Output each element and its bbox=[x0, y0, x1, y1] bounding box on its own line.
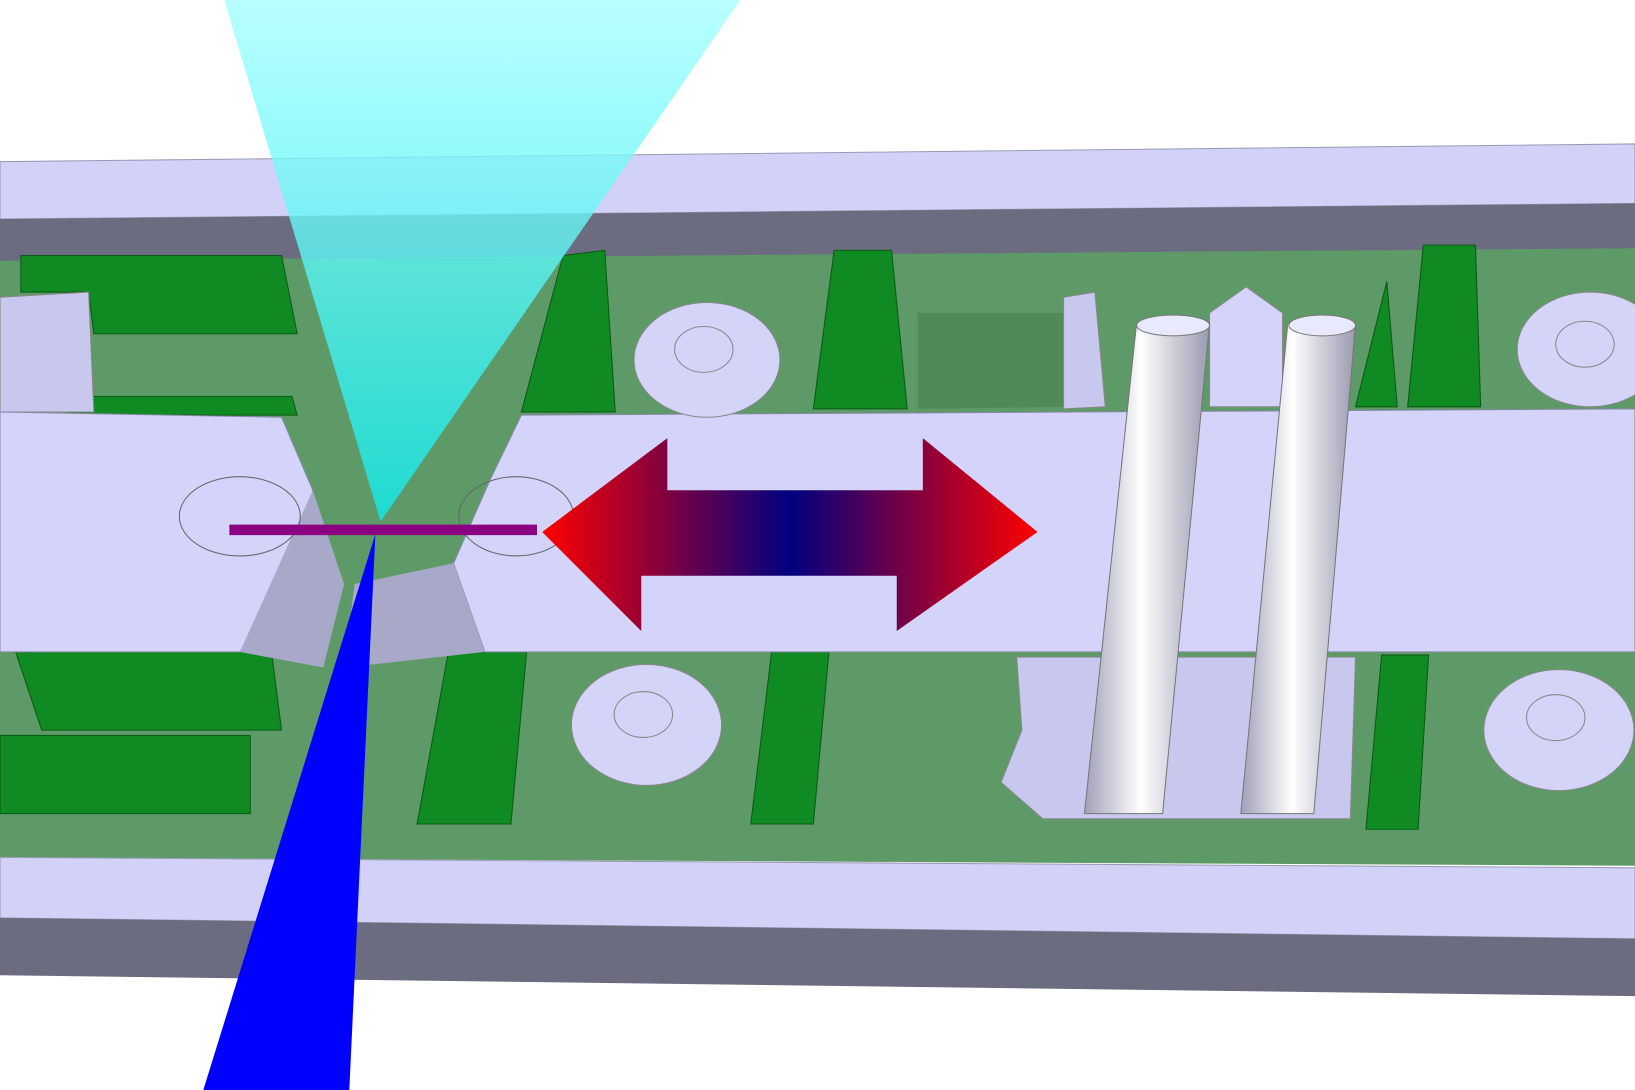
double-arrow-icon bbox=[542, 438, 1038, 632]
discs bbox=[570, 291, 1635, 792]
clamp-block bbox=[1063, 291, 1106, 410]
left-step bbox=[0, 291, 95, 413]
mid-step bbox=[917, 312, 1064, 409]
bottom-rail bbox=[0, 856, 1635, 940]
cylinders bbox=[1083, 314, 1357, 815]
transmitted-beam bbox=[203, 534, 376, 1090]
green-blocks bbox=[0, 244, 1482, 830]
bottom-rail-shadow bbox=[0, 917, 1635, 997]
incident-beam-cone bbox=[224, 0, 741, 522]
beam-cut-face-right bbox=[344, 563, 485, 668]
